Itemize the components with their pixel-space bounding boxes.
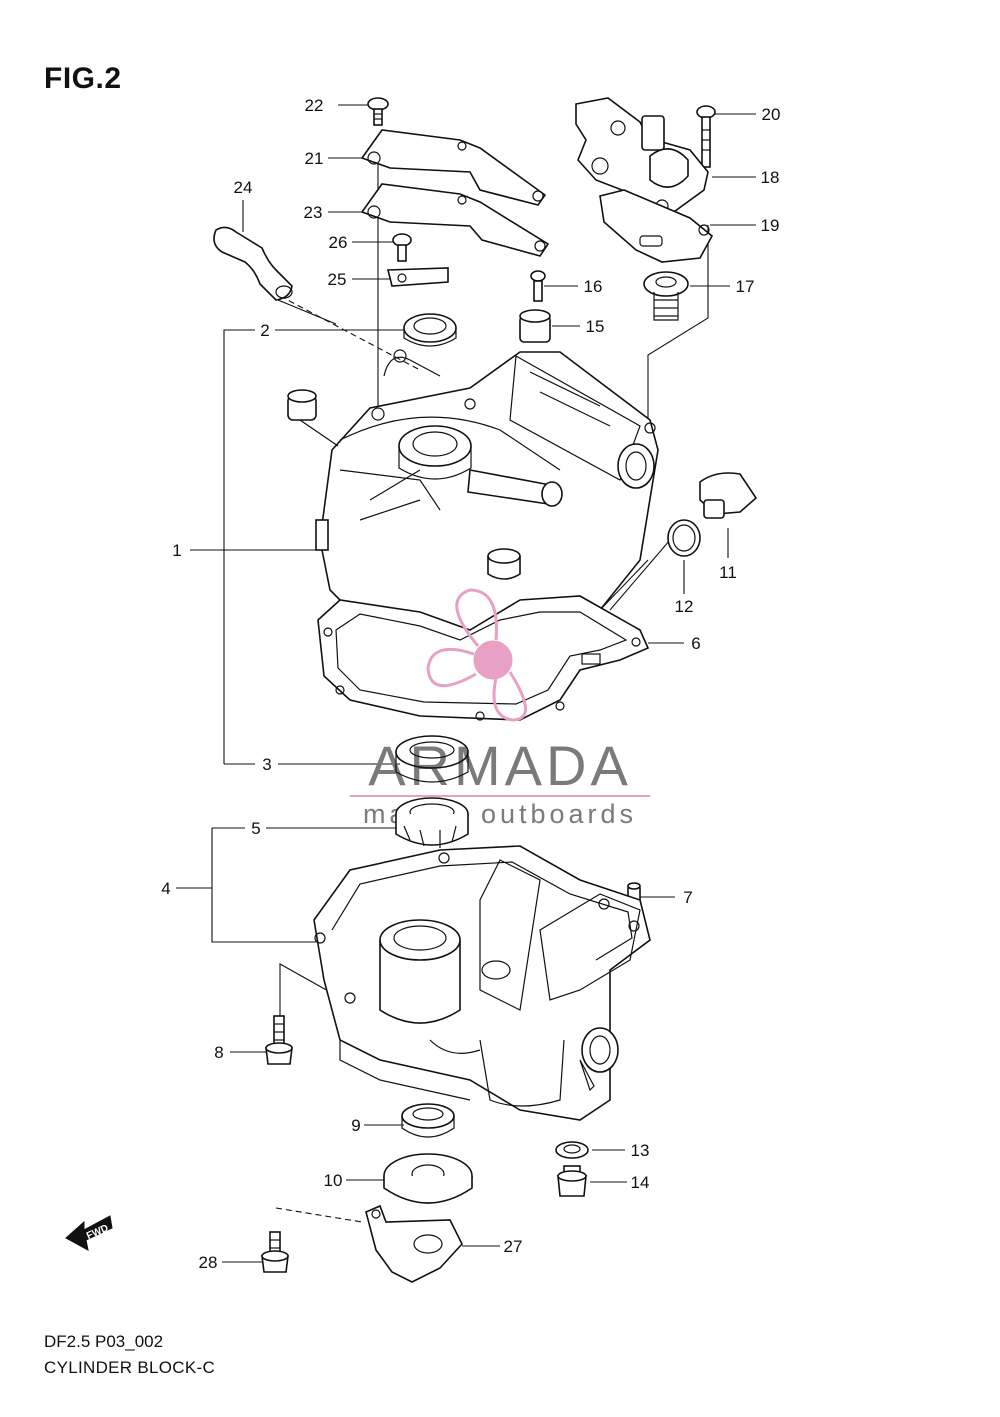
part-15-collar — [519, 309, 551, 343]
callout-20: 20 — [762, 105, 781, 124]
part-3-bearing — [395, 735, 469, 783]
part-18-thermostat-cover — [575, 97, 709, 223]
fwd-arrow-icon: FWD — [65, 1215, 113, 1251]
part-24-hose — [213, 226, 293, 301]
leader-lines — [176, 104, 756, 1263]
callout-4: 4 — [161, 879, 170, 898]
callout-3: 3 — [262, 755, 271, 774]
callout-8: 8 — [214, 1043, 223, 1062]
callout-17: 17 — [736, 277, 755, 296]
callout-11: 11 — [719, 563, 737, 582]
callout-10: 10 — [324, 1171, 343, 1190]
part-22-screw — [367, 97, 389, 126]
part-12-o-ring — [667, 519, 701, 557]
callout-26: 26 — [329, 233, 348, 252]
callout-24: 24 — [234, 178, 253, 197]
callout-15: 15 — [586, 317, 605, 336]
callout-14: 14 — [631, 1173, 650, 1192]
part-10-seal-housing — [383, 1153, 473, 1204]
callout-numbers: 1 2 3 4 5 6 7 8 9 10 11 12 13 14 15 16 1… — [161, 96, 780, 1272]
part-27-plate — [365, 1204, 463, 1283]
part-20-bolt — [696, 105, 716, 168]
part-25-plate — [386, 267, 449, 287]
callout-23: 23 — [304, 203, 323, 222]
part-13-washer — [555, 1141, 589, 1159]
callout-12: 12 — [675, 597, 694, 616]
part-28-bolt — [261, 1231, 289, 1273]
callout-21: 21 — [305, 149, 324, 168]
callout-9: 9 — [351, 1116, 360, 1135]
callout-1: 1 — [172, 541, 181, 560]
callout-5: 5 — [251, 819, 260, 838]
part-16-screw — [530, 270, 546, 302]
part-9-oil-seal — [401, 1103, 455, 1138]
part-11-plug — [699, 472, 758, 519]
callout-13: 13 — [631, 1141, 650, 1160]
callout-2: 2 — [260, 321, 269, 340]
fwd-label: FWD — [85, 1223, 110, 1242]
callout-27: 27 — [504, 1237, 523, 1256]
callout-22: 22 — [305, 96, 324, 115]
part-23-gasket — [360, 183, 550, 257]
part-1-cylinder-block — [287, 349, 659, 651]
part-5-bearing — [395, 797, 469, 848]
part-26-screw — [392, 233, 412, 262]
callout-16: 16 — [584, 277, 603, 296]
figure-name: CYLINDER BLOCK-C — [44, 1358, 216, 1377]
part-19-gasket — [599, 189, 714, 263]
callout-18: 18 — [761, 168, 780, 187]
callout-7: 7 — [683, 888, 692, 907]
callout-25: 25 — [328, 270, 347, 289]
part-21-plate — [360, 129, 547, 206]
part-14-drain-plug — [557, 1165, 587, 1197]
figure-title: FIG.2 — [44, 62, 122, 95]
callout-6: 6 — [691, 634, 700, 653]
part-4-crankcase — [313, 845, 651, 1121]
part-17-thermostat — [643, 271, 689, 321]
part-8-bolt — [265, 1015, 293, 1065]
propeller-logo-icon — [426, 588, 527, 722]
part-2-oil-seal — [403, 313, 457, 347]
figure-code: DF2.5 P03_002 — [44, 1332, 164, 1351]
callout-19: 19 — [761, 216, 780, 235]
callout-28: 28 — [199, 1253, 218, 1272]
